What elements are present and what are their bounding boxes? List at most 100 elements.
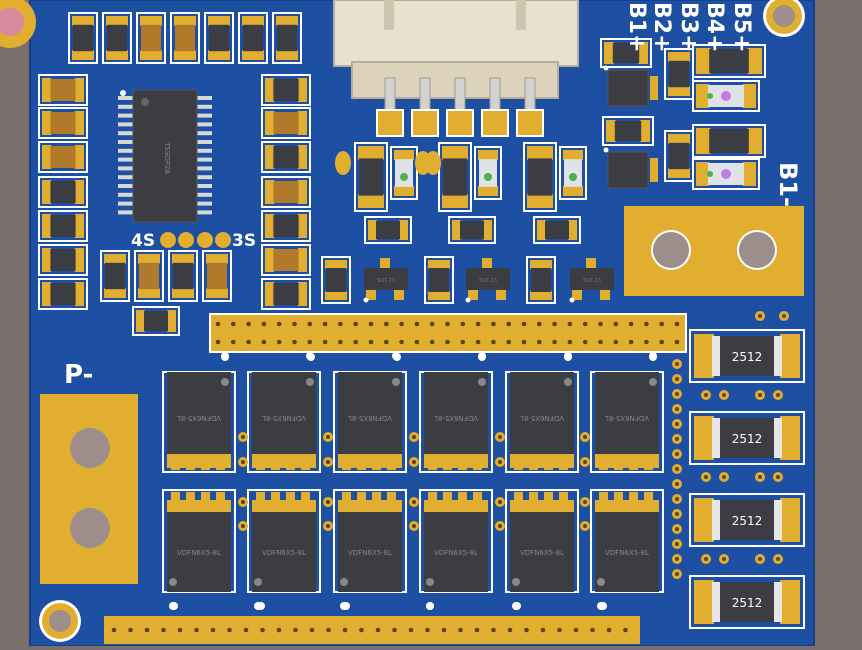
component-body — [669, 142, 689, 170]
pad — [72, 16, 94, 26]
lower-row-component — [134, 250, 164, 302]
sot23-transistor: SOT-23 — [363, 258, 408, 303]
right-transistor — [603, 147, 658, 189]
pin-pad — [286, 460, 295, 470]
component-body — [510, 512, 574, 592]
via — [623, 627, 628, 633]
via — [507, 627, 513, 633]
via — [460, 321, 466, 327]
mounting-hole-bottom-left — [39, 600, 81, 642]
lower-row-component — [100, 250, 130, 302]
via — [241, 460, 245, 464]
pad — [696, 84, 710, 108]
via — [460, 339, 466, 345]
component-outline — [321, 256, 351, 304]
via — [613, 339, 619, 345]
component-outline — [168, 250, 198, 302]
mosfet-bottom: VDFN6X5-8L — [590, 489, 664, 610]
ic-pin — [118, 104, 134, 109]
ic-pin — [118, 96, 134, 100]
via — [261, 339, 267, 345]
pad — [74, 282, 84, 306]
pin-pad — [186, 460, 195, 470]
via — [445, 339, 450, 345]
component-outline — [689, 411, 805, 465]
test-point — [564, 353, 572, 361]
right-top-component — [600, 38, 652, 68]
component-outline — [474, 146, 502, 200]
pin-pad — [286, 492, 295, 502]
pad — [172, 254, 194, 264]
mosfet-marking: VDFN6X5-8L — [262, 549, 306, 557]
ic-pin — [196, 175, 212, 180]
component-body — [376, 221, 400, 239]
pin-pad — [271, 492, 280, 502]
via — [567, 321, 573, 327]
via — [326, 500, 330, 504]
pin-pad — [644, 460, 653, 470]
pad — [106, 50, 128, 60]
via — [644, 321, 649, 327]
sot-side-component — [526, 256, 556, 304]
pad — [358, 146, 384, 160]
mosfet-marking: VDFN6X5-8L — [177, 549, 221, 557]
pin-pad — [443, 492, 452, 502]
component-outline — [38, 176, 88, 208]
via — [758, 314, 762, 318]
pad — [297, 78, 307, 102]
via — [384, 339, 389, 345]
via — [491, 339, 496, 345]
via — [215, 321, 221, 327]
pad — [638, 42, 648, 64]
via — [598, 321, 603, 327]
component-outline — [438, 142, 472, 212]
balance-pin-label: B5+ — [729, 2, 754, 53]
pin-pad — [271, 460, 280, 470]
right-mid-component — [602, 116, 654, 146]
led-dot — [484, 173, 492, 181]
right-column-component — [261, 176, 311, 208]
component-body — [273, 215, 299, 237]
ic-marking: TSSOP28 — [163, 141, 171, 174]
test-point — [170, 602, 178, 610]
end-cap — [712, 500, 720, 540]
via — [704, 557, 708, 561]
right-resistor — [692, 124, 766, 158]
mosfet-top: VDFN6X5-8L — [247, 352, 321, 473]
pin1-mark — [306, 378, 314, 386]
connector-pad — [516, 109, 544, 137]
via — [506, 339, 512, 345]
via — [128, 627, 133, 633]
right-column-component — [261, 74, 311, 106]
via — [293, 627, 298, 633]
pin-pad — [201, 492, 210, 502]
component-outline — [692, 44, 766, 78]
ic-pin1-mark — [141, 98, 149, 106]
led-dot — [400, 173, 408, 181]
pin-pad — [458, 460, 467, 470]
pad — [358, 194, 384, 208]
end-cap — [774, 500, 782, 540]
ic-pin — [196, 184, 212, 188]
component-body — [243, 24, 263, 52]
via — [704, 393, 708, 397]
mosfet-marking: VDFN6X5-8L — [520, 549, 564, 557]
copper-strip-bottom — [104, 616, 640, 644]
mosfet-marking: VDFN6X5-8L — [605, 549, 649, 557]
component-outline — [38, 141, 88, 173]
via — [498, 524, 502, 528]
via — [659, 321, 664, 327]
mosfet-top: VDFN6X5-8L — [505, 352, 579, 473]
pad — [668, 168, 690, 178]
pin1-mark — [597, 578, 605, 586]
pad — [780, 498, 800, 542]
via — [491, 627, 496, 633]
pad — [106, 16, 128, 26]
balance-led — [474, 146, 502, 200]
component-body — [460, 221, 484, 239]
pad — [380, 258, 390, 268]
via — [573, 627, 579, 633]
via — [758, 475, 762, 479]
pad — [206, 288, 228, 298]
component-outline — [448, 216, 496, 244]
